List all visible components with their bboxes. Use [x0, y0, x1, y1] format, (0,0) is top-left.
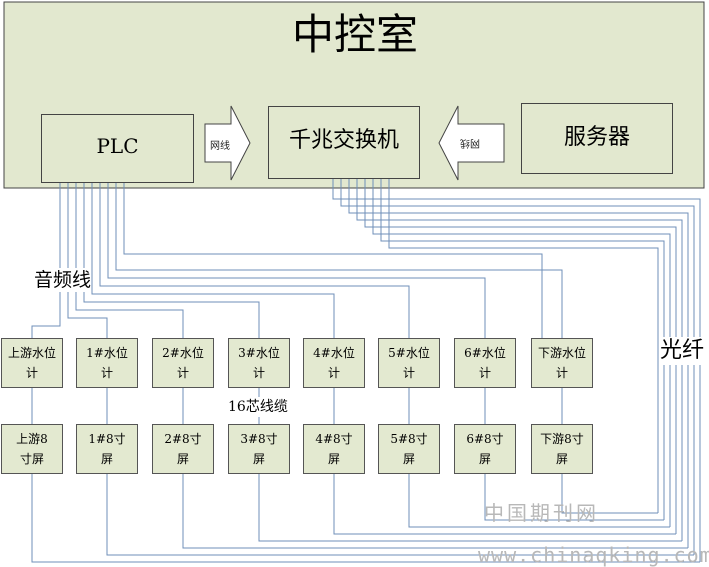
audio-line-4 [91, 183, 335, 338]
screen-label-line2: 屏 [252, 452, 265, 466]
audio-line-6 [107, 183, 486, 338]
server-label: 服务器 [563, 125, 630, 150]
level-gauge-label-line1: 6#水位 [464, 346, 506, 360]
level-gauge-1: 1#水位计 [76, 338, 138, 388]
audio-line-2 [75, 183, 184, 338]
audio-line-7 [115, 183, 563, 338]
level-gauge-label-line1: 4#水位 [313, 346, 355, 360]
plc-box [41, 114, 194, 183]
level-gauge-label-line1: 1#水位 [86, 346, 128, 360]
screen-label-line2: 寸屏 [19, 452, 44, 466]
screen-label-line2: 屏 [100, 452, 113, 466]
level-gauge-7: 下游水位计 [531, 338, 593, 388]
level-gauge-label-line2: 计 [100, 366, 113, 380]
level-gauge-label-line2: 计 [25, 366, 38, 380]
fiber-screen-2 [182, 474, 688, 549]
fiber-switch-0 [332, 179, 701, 562]
fiber-screen-7 [561, 474, 658, 514]
level-gauge-label-line2: 计 [555, 366, 568, 380]
screen-label-line2: 屏 [555, 452, 568, 466]
fiber-screen-6 [484, 474, 664, 521]
screen-label-line1: 5#8寸 [390, 432, 428, 446]
audio-line-0 [31, 183, 61, 338]
screen-label-line2: 屏 [478, 452, 491, 466]
arrow-label-plc-switch: 网线 [210, 141, 230, 152]
fiber-cable-label: 光纤 [660, 337, 705, 365]
switch-box [268, 106, 420, 179]
fiber-screen-5 [408, 474, 670, 528]
plc-label: PLC [96, 134, 139, 158]
wires [31, 179, 701, 563]
level-gauge-3: 3#水位计 [228, 338, 290, 388]
level-gauge-6: 6#水位计 [454, 338, 516, 388]
arrow-label-server-switch: 网线 [460, 137, 480, 148]
screen-label-line1: 6#8寸 [466, 432, 504, 446]
screen-3: 3#8寸屏 [228, 424, 290, 474]
level-gauge-label-line1: 2#水位 [162, 346, 204, 360]
screen-0: 上游8 寸屏 [1, 424, 63, 474]
core16-cable-label: 16芯线缆 [228, 397, 288, 417]
level-gauge-2: 2#水位计 [152, 338, 214, 388]
audio-cable-label: 音频线 [34, 268, 92, 292]
screen-5: 5#8寸屏 [378, 424, 440, 474]
fiber-switch-7 [388, 179, 659, 513]
audio-line-3 [83, 183, 260, 338]
level-gauge-label-line1: 下游水位 [537, 346, 586, 360]
level-gauge-label-line2: 计 [327, 366, 340, 380]
screen-label-line2: 屏 [402, 452, 415, 466]
screen-label-line1: 4#8寸 [315, 432, 353, 446]
fiber-switch-6 [380, 179, 665, 520]
screen-4: 4#8寸屏 [303, 424, 365, 474]
fiber-switch-4 [364, 179, 677, 534]
watermark-url: www.chinaqking.com [478, 543, 709, 567]
control-room-title: 中控室 [291, 10, 418, 59]
screen-label-line1: 1#8寸 [88, 432, 126, 446]
screen-1: 1#8寸屏 [76, 424, 138, 474]
arrow-server-to-switch [438, 105, 505, 181]
fiber-switch-3 [356, 179, 683, 541]
watermark-cn: 中国期刊网 [484, 501, 599, 525]
level-gauge-5: 5#水位计 [378, 338, 440, 388]
plc-long-0 [123, 183, 543, 338]
level-gauge-label-line2: 计 [402, 366, 415, 380]
screen-label-line1: 上游8 [16, 432, 48, 446]
fiber-screen-4 [333, 474, 676, 535]
fiber-screen-3 [258, 474, 682, 542]
screen-label-line1: 2#8寸 [164, 432, 202, 446]
level-gauge-label-line1: 3#水位 [238, 346, 280, 360]
level-gauge-label-line2: 计 [176, 366, 189, 380]
screen-2: 2#8寸屏 [152, 424, 214, 474]
level-gauge-label-line2: 计 [478, 366, 491, 380]
audio-line-1 [67, 183, 108, 338]
audio-line-5 [99, 183, 410, 338]
switch-label: 千兆交换机 [288, 128, 399, 153]
arrow-plc-to-switch [204, 105, 251, 181]
server-box [521, 103, 673, 174]
fiber-switch-1 [340, 179, 695, 555]
fiber-screen-1 [106, 474, 694, 556]
level-gauge-label-line2: 计 [252, 366, 265, 380]
level-gauge-label-line1: 5#水位 [388, 346, 430, 360]
screen-label-line1: 下游8寸 [540, 432, 584, 446]
level-gauge-0: 上游水位计 [1, 338, 63, 388]
fiber-switch-2 [348, 179, 689, 548]
screen-label-line2: 屏 [176, 452, 189, 466]
fiber-switch-5 [372, 179, 671, 527]
screen-label-line2: 屏 [327, 452, 340, 466]
level-gauge-label-line1: 上游水位 [7, 346, 56, 360]
screen-6: 6#8寸屏 [454, 424, 516, 474]
screen-label-line1: 3#8寸 [240, 432, 278, 446]
level-gauge-4: 4#水位计 [303, 338, 365, 388]
screen-7: 下游8寸屏 [531, 424, 593, 474]
fiber-screen-0 [31, 474, 700, 563]
